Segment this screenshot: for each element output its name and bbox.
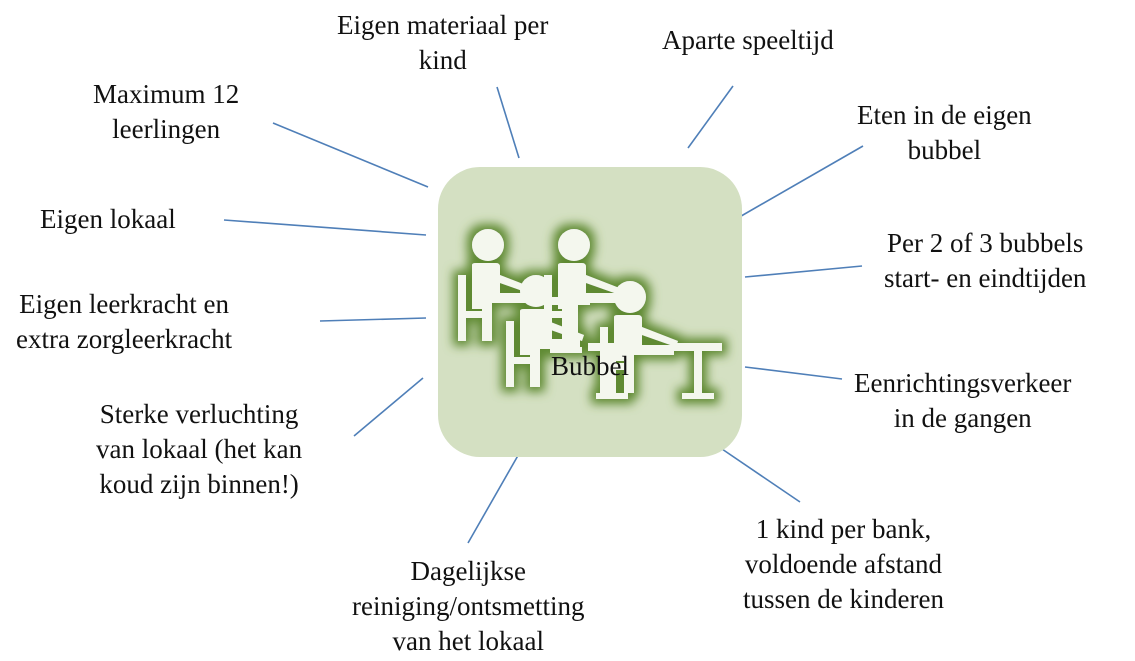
connector-line-4 bbox=[744, 265, 863, 278]
connector-line-2 bbox=[687, 85, 734, 149]
measure-label-eigen-leerkracht: Eigen leerkracht en extra zorgleerkracht bbox=[16, 289, 233, 354]
connector-line-10 bbox=[223, 219, 427, 236]
measure-label-kind-per-bank: 1 kind per bank, voldoende afstand tusse… bbox=[743, 514, 944, 614]
connector-line-3 bbox=[735, 145, 864, 220]
connector-line-1 bbox=[496, 86, 520, 159]
measure-label-eigen-materiaal: Eigen materiaal per kind bbox=[337, 10, 549, 75]
connector-line-7 bbox=[467, 451, 521, 544]
measure-label-dagelijkse-reiniging: Dagelijkse reiniging/ontsmetting van het… bbox=[352, 556, 585, 656]
center-bubble: Bubbel bbox=[438, 167, 742, 457]
measure-label-sterke-verluchting: Sterke verluchting van lokaal (het kan k… bbox=[96, 399, 303, 499]
connector-line-6 bbox=[721, 448, 801, 503]
measure-label-aparte-speeltijd: Aparte speeltijd bbox=[662, 25, 834, 55]
measure-label-eigen-lokaal: Eigen lokaal bbox=[40, 204, 176, 234]
connector-line-8 bbox=[353, 377, 424, 437]
connector-line-9 bbox=[319, 317, 427, 322]
connector-line-5 bbox=[744, 366, 843, 380]
students-at-desks-icon bbox=[438, 167, 742, 457]
measure-label-eten-eigen-bubbel: Eten in de eigen bubbel bbox=[857, 100, 1032, 165]
measure-label-maximum-leerlingen: Maximum 12 leerlingen bbox=[93, 79, 240, 144]
measure-label-start-eindtijden: Per 2 of 3 bubbels start- en eindtijden bbox=[884, 228, 1087, 293]
measure-label-eenrichtingsverkeer: Eenrichtingsverkeer in de gangen bbox=[854, 368, 1072, 433]
bubble-title: Bubbel bbox=[551, 351, 629, 381]
connector-line-11 bbox=[272, 122, 429, 188]
